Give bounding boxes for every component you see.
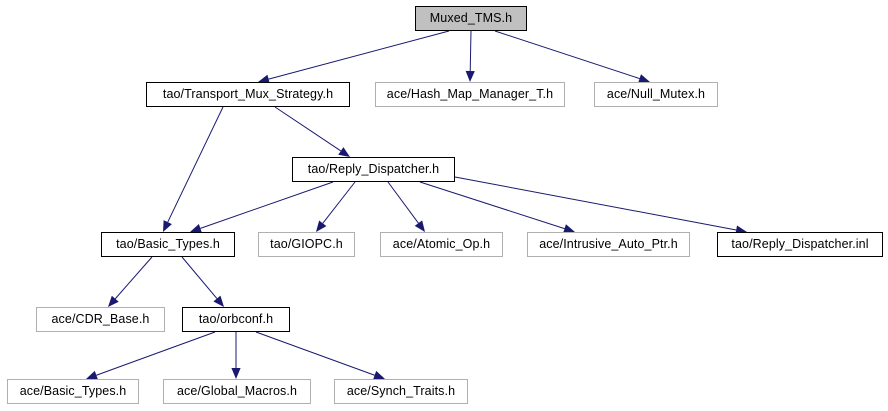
arrowhead-icon: [86, 370, 98, 380]
graph-node-label: tao/orbconf.h: [198, 312, 274, 327]
graph-node-intrusive_auto_ptr[interactable]: ace/Intrusive_Auto_Ptr.h: [527, 232, 690, 257]
graph-node-basic_types_ace[interactable]: ace/Basic_Types.h: [7, 379, 139, 404]
graph-node-synch_traits[interactable]: ace/Synch_Traits.h: [334, 379, 468, 404]
edge-transport_mux-to-reply_dispatcher_h: [274, 106, 350, 157]
edge-muxed_tms-to-transport_mux: [258, 30, 450, 84]
graph-node-cdr_base[interactable]: ace/CDR_Base.h: [36, 307, 165, 332]
graph-node-label: ace/Null_Mutex.h: [606, 87, 706, 102]
edge-reply_dispatcher_h-to-intrusive_auto_ptr: [419, 181, 575, 234]
graph-node-label: tao/Reply_Dispatcher.inl: [731, 237, 869, 252]
graph-node-label: ace/Atomic_Op.h: [392, 237, 491, 252]
edge-reply_dispatcher_h-to-giopc: [316, 181, 356, 232]
arrowhead-icon: [338, 147, 350, 157]
edge-basic_types_tao-to-orbconf: [181, 256, 224, 307]
graph-node-reply_dispatcher_h[interactable]: tao/Reply_Dispatcher.h: [292, 157, 455, 182]
graph-node-label: ace/Basic_Types.h: [19, 384, 127, 399]
graph-node-label: ace/CDR_Base.h: [51, 312, 150, 327]
graph-node-label: ace/Intrusive_Auto_Ptr.h: [539, 237, 678, 252]
arrowhead-icon: [465, 70, 475, 82]
edge-basic_types_tao-to-cdr_base: [108, 256, 153, 307]
graph-node-atomic_op[interactable]: ace/Atomic_Op.h: [380, 232, 503, 257]
arrowhead-icon: [108, 295, 119, 307]
arrowhead-icon: [163, 220, 172, 232]
graph-node-orbconf[interactable]: tao/orbconf.h: [182, 307, 290, 332]
edge-orbconf-to-global_macros: [231, 332, 241, 379]
graph-node-label: ace/Global_Macros.h: [176, 384, 297, 399]
graph-node-giopc[interactable]: tao/GIOPC.h: [258, 232, 355, 257]
arrowhead-icon: [258, 74, 270, 84]
graph-node-label: ace/Hash_Map_Manager_T.h: [386, 87, 554, 102]
edge-muxed_tms-to-hash_map_manager: [465, 30, 475, 82]
graph-node-null_mutex[interactable]: ace/Null_Mutex.h: [594, 82, 718, 107]
arrowhead-icon: [638, 74, 650, 83]
edge-muxed_tms-to-null_mutex: [494, 30, 650, 83]
graph-node-label: tao/Basic_Types.h: [116, 237, 220, 252]
arrowhead-icon: [190, 224, 202, 233]
graph-node-hash_map_manager[interactable]: ace/Hash_Map_Manager_T.h: [375, 82, 565, 107]
edge-orbconf-to-basic_types_ace: [86, 331, 216, 380]
edge-reply_dispatcher_h-to-basic_types_tao: [190, 181, 334, 233]
graph-node-label: Muxed_TMS.h: [429, 11, 513, 26]
graph-node-basic_types_tao[interactable]: tao/Basic_Types.h: [101, 232, 235, 257]
graph-node-label: tao/Transport_Mux_Strategy.h: [162, 87, 334, 102]
graph-node-label: ace/Synch_Traits.h: [346, 384, 456, 399]
arrowhead-icon: [563, 224, 575, 234]
arrowhead-icon: [414, 220, 425, 232]
edge-orbconf-to-synch_traits: [255, 331, 385, 380]
arrowhead-icon: [373, 370, 385, 380]
edge-reply_dispatcher_h-to-reply_dispatcher_inl: [454, 176, 747, 235]
arrowhead-icon: [213, 295, 224, 307]
edge-reply_dispatcher_h-to-atomic_op: [387, 181, 425, 232]
graph-node-muxed_tms: Muxed_TMS.h: [415, 6, 527, 31]
arrowhead-icon: [316, 220, 327, 232]
graph-node-global_macros[interactable]: ace/Global_Macros.h: [163, 379, 311, 404]
edge-transport_mux-to-basic_types_tao: [163, 106, 224, 232]
graph-node-reply_dispatcher_inl[interactable]: tao/Reply_Dispatcher.inl: [717, 232, 883, 257]
graph-node-label: tao/GIOPC.h: [270, 237, 343, 252]
graph-node-label: tao/Reply_Dispatcher.h: [307, 162, 440, 177]
arrowhead-icon: [231, 368, 241, 379]
graph-node-transport_mux[interactable]: tao/Transport_Mux_Strategy.h: [146, 82, 350, 107]
